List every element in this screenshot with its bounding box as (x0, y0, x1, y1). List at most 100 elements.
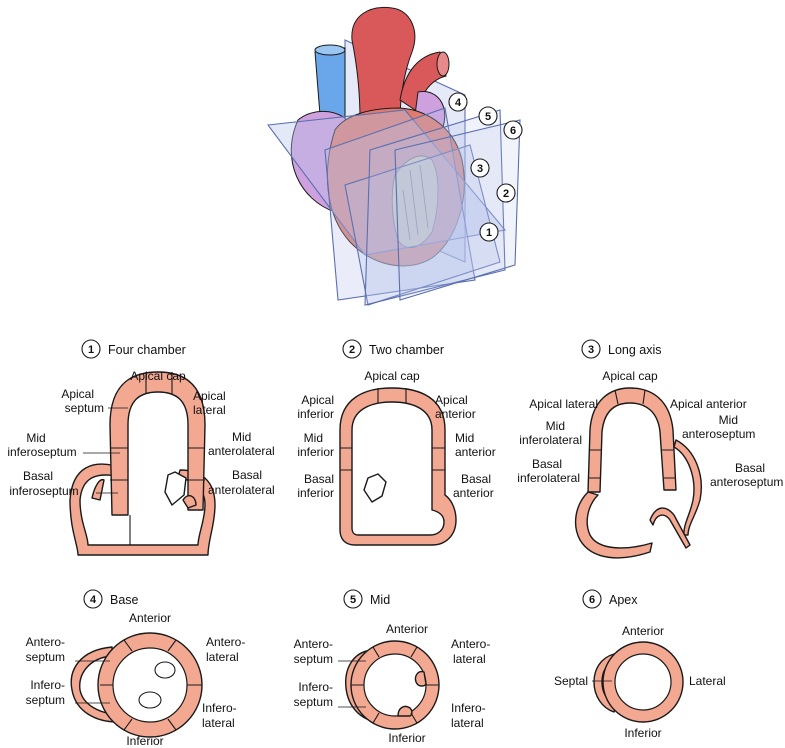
plane-3-sheet (324, 107, 476, 301)
view-apex-title: 6 Apex (582, 589, 638, 609)
view-four-chamber-title-text: Four chamber (108, 343, 186, 357)
two-chamber-label-basal-inferior-2: inferior (297, 486, 334, 500)
plane-6-sheet (394, 119, 521, 301)
long-axis-label-basal-anteroseptum-1: Basal (735, 461, 765, 475)
two-chamber-label-mid-inferior-1: Mid (304, 431, 323, 445)
plane-marker-2-label: 2 (503, 188, 509, 200)
two-chamber-label-basal-inferior-1: Basal (304, 472, 334, 486)
base-label-anterior: Anterior (129, 611, 171, 625)
four-chamber-label-apical-septum-2: septum (65, 401, 104, 415)
mid-label-inferoseptum-1: Infero- (298, 680, 333, 694)
mid-lv-cavity (363, 653, 427, 717)
plane-marker-5-label: 5 (485, 111, 491, 123)
view-long-axis: 3 Long axis Apical cap Apical lateral Ap… (517, 339, 783, 559)
base-label-inferoseptum-2: septum (26, 693, 65, 707)
four-chamber-label-mid-anterolateral-1: Mid (232, 430, 251, 444)
view-base-number: 4 (90, 594, 97, 606)
plane-marker-6-label: 6 (510, 125, 516, 137)
view-mid-title-text: Mid (370, 593, 390, 607)
four-chamber-lv-wall (109, 371, 206, 516)
plane-markers: 1 2 3 4 5 6 (448, 92, 523, 242)
view-base: 4 Base Anterior Antero- septum Antero- l… (26, 589, 245, 748)
view-four-chamber-title: 1 Four chamber (81, 339, 186, 359)
base-label-anteroseptum-2: septum (26, 650, 65, 664)
plane-marker-2: 2 (496, 183, 516, 203)
long-axis-lv-wall (587, 387, 677, 493)
two-chamber-label-apical-anterior-2: anterior (435, 407, 476, 421)
plane-5-sheet (364, 109, 506, 306)
long-axis-label-basal-inferolateral-1: Basal (532, 457, 562, 471)
plane-marker-5: 5 (478, 106, 498, 126)
base-label-inferoseptum-1: Infero- (30, 678, 65, 692)
mid-label-anteroseptum-1: Antero- (294, 637, 333, 651)
plane-1-sheet (266, 109, 507, 256)
long-axis-aortic-root (673, 439, 702, 536)
two-chamber-label-mid-anterior-2: anterior (455, 445, 496, 459)
view-apex-title-text: Apex (609, 593, 638, 607)
long-axis-label-mid-anteroseptum-1: Mid (719, 413, 738, 427)
four-chamber-label-apical-cap: Apical cap (130, 369, 186, 383)
plane-marker-1-label: 1 (486, 227, 492, 239)
four-chamber-label-apical-septum-1: Apical (61, 387, 94, 401)
plane-marker-6: 6 (503, 120, 523, 140)
base-label-anterolateral-2: lateral (206, 650, 239, 664)
four-chamber-label-mid-inferoseptum-2: inferoseptum (7, 445, 76, 459)
two-chamber-label-apical-anterior-1: Apical (435, 393, 468, 407)
two-chamber-label-mid-anterior-1: Mid (455, 431, 474, 445)
view-long-axis-title-text: Long axis (608, 343, 662, 357)
view-apex: 6 Apex Anterior Septal Lateral Inferior (554, 589, 726, 740)
long-axis-label-mid-inferolateral-1: Mid (546, 419, 565, 433)
four-chamber-label-apical-lateral-2: lateral (193, 403, 226, 417)
view-mid: 5 Mid Anterior Antero- septum Antero- la… (294, 589, 490, 745)
plane-marker-4-label: 4 (455, 97, 462, 109)
base-lv-cavity (112, 647, 188, 723)
view-two-chamber-number: 2 (349, 344, 355, 356)
base-label-inferolateral-1: Infero- (202, 701, 237, 715)
long-axis-label-apical-lateral: Apical lateral (529, 397, 598, 411)
plane-2-sheet (344, 144, 501, 306)
view-two-chamber-title-text: Two chamber (369, 343, 444, 357)
long-axis-label-apical-anterior: Apical anterior (670, 397, 747, 411)
plane-marker-1: 1 (479, 222, 499, 242)
view-four-chamber-number: 1 (88, 344, 94, 356)
apex-label-septal: Septal (554, 674, 588, 688)
four-chamber-label-apical-lateral-1: Apical (193, 389, 226, 403)
plane-marker-3: 3 (470, 158, 490, 178)
two-chamber-label-basal-anterior-1: Basal (461, 472, 491, 486)
two-chamber-lv-wall (339, 387, 457, 546)
aorta (351, 6, 416, 121)
base-label-anterolateral-1: Antero- (206, 635, 245, 649)
long-axis-label-mid-inferolateral-2: inferolateral (519, 433, 582, 447)
base-label-inferolateral-2: lateral (202, 716, 235, 730)
four-chamber-label-basal-inferoseptum-2: inferoseptum (9, 484, 78, 498)
apex-label-anterior: Anterior (622, 624, 664, 638)
two-chamber-label-apical-inferior-2: inferior (297, 407, 334, 421)
four-chamber-label-basal-anterolateral-2: anterolateral (208, 483, 275, 497)
view-mid-number: 5 (350, 594, 356, 606)
four-chamber-label-basal-inferoseptum-1: Basal (23, 469, 53, 483)
long-axis-label-basal-inferolateral-2: inferolateral (517, 471, 580, 485)
mid-label-inferoseptum-2: septum (294, 695, 333, 709)
mid-label-anterior: Anterior (386, 622, 428, 636)
plane-marker-4: 4 (448, 92, 468, 112)
base-label-anteroseptum-1: Antero- (26, 635, 65, 649)
mid-label-anterolateral-1: Antero- (451, 637, 490, 651)
two-chamber-label-apical-inferior-1: Apical (301, 393, 334, 407)
plane-marker-3-label: 3 (477, 163, 483, 175)
two-chamber-label-basal-anterior-2: anterior (453, 486, 494, 500)
apex-lv-cavity (614, 653, 672, 711)
view-four-chamber: 1 Four chamber Apical cap Apical septum … (7, 339, 275, 556)
mid-label-inferolateral-1: Infero- (451, 701, 486, 715)
long-axis-label-mid-anteroseptum-2: anteroseptum (682, 427, 755, 441)
long-axis-atrium (574, 491, 653, 559)
four-chamber-label-mid-inferoseptum-1: Mid (26, 431, 45, 445)
four-chamber-label-mid-anterolateral-2: anterolateral (208, 444, 275, 458)
long-axis-label-basal-anteroseptum-2: anteroseptum (710, 475, 783, 489)
base-label-inferior: Inferior (126, 734, 163, 748)
view-base-title-text: Base (110, 593, 139, 607)
apex-label-lateral: Lateral (689, 674, 726, 688)
apex-label-inferior: Inferior (624, 726, 661, 740)
mid-label-anterolateral-2: lateral (453, 652, 486, 666)
two-chamber-label-mid-inferior-2: inferior (297, 445, 334, 459)
